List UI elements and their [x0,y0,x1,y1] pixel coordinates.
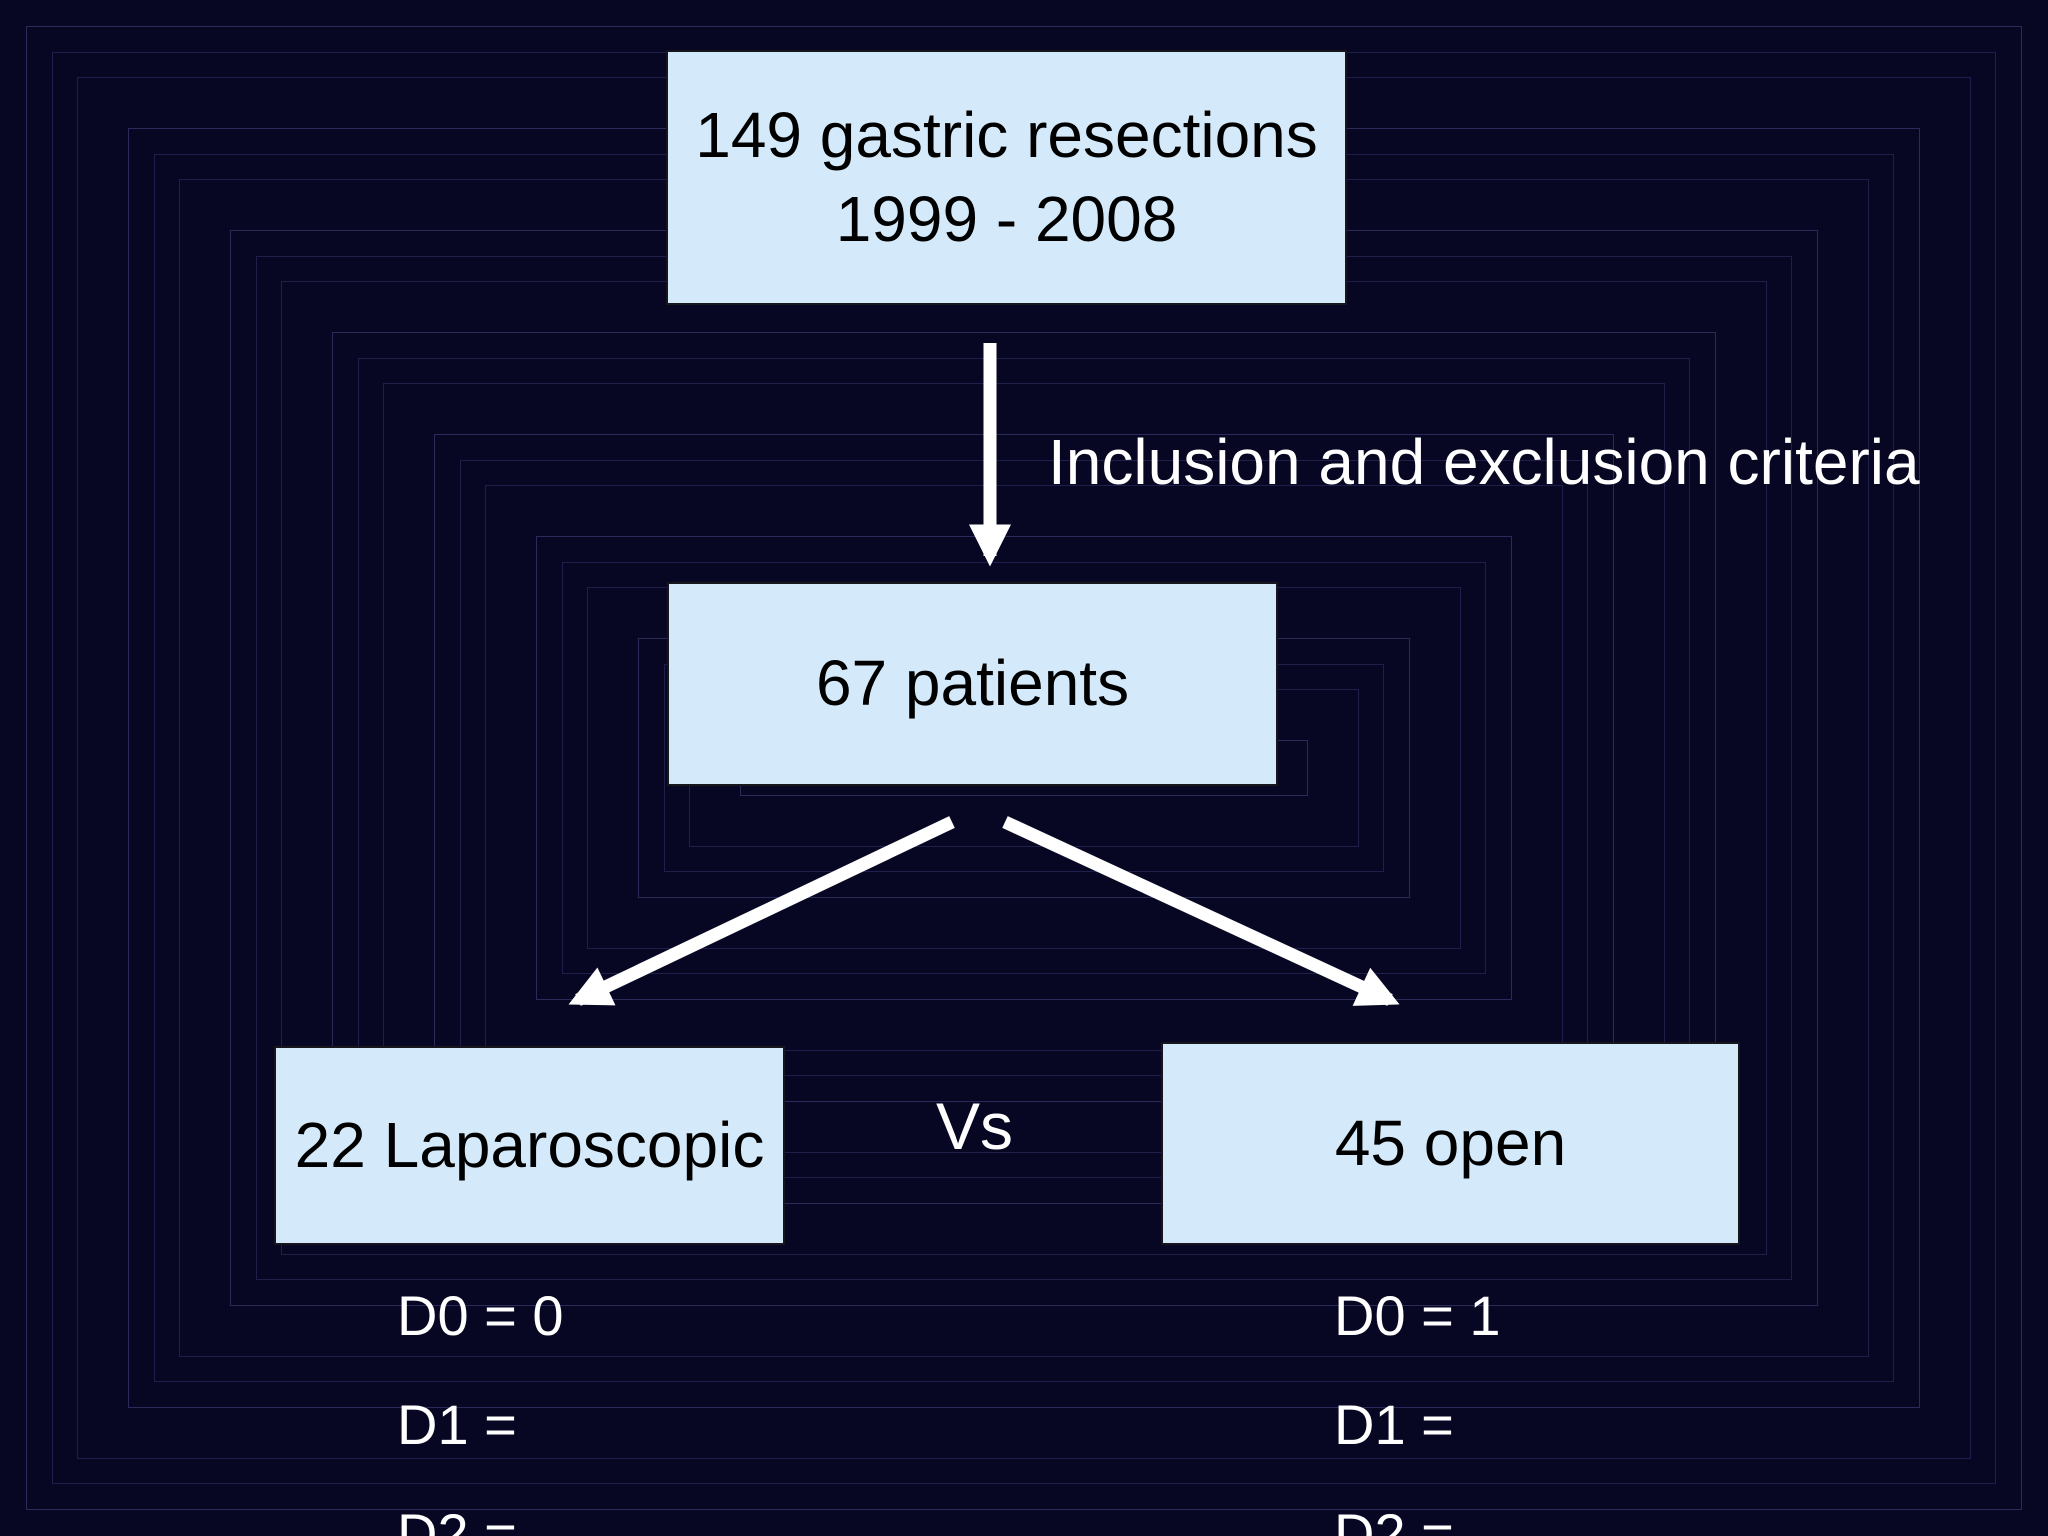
laparoscopic-d2-value: D2 = [397,1502,517,1536]
flow-box-total-line2: 1999 - 2008 [835,182,1178,255]
laparoscopic-d1-value: D1 = [397,1393,517,1456]
flow-box-open-label: 45 open [1334,1106,1567,1179]
open-d2-value: D2 = [1334,1502,1454,1536]
left-branch-arrow [568,816,955,1006]
flow-box-patients: 67 patients [667,582,1278,786]
flow-box-open: 45 open [1161,1042,1740,1245]
flow-box-total-resections: 149 gastric resections 1999 - 2008 [666,50,1347,305]
inclusion-exclusion-caption: Inclusion and exclusion criteria [1048,426,1920,498]
flow-box-total-line1: 149 gastric resections [695,99,1318,172]
flow-box-patients-label: 67 patients [815,647,1130,720]
laparoscopic-d0-value: D0 = 0 [397,1284,564,1347]
versus-label: Vs [936,1089,1014,1163]
flow-box-laparoscopic-label: 22 Laparoscopic [294,1108,765,1181]
right-branch-arrow [1002,816,1400,1006]
open-d0-value: D0 = 1 [1334,1284,1501,1347]
flow-box-laparoscopic: 22 Laparoscopic [274,1046,785,1245]
open-d1-value: D1 = [1334,1393,1454,1456]
